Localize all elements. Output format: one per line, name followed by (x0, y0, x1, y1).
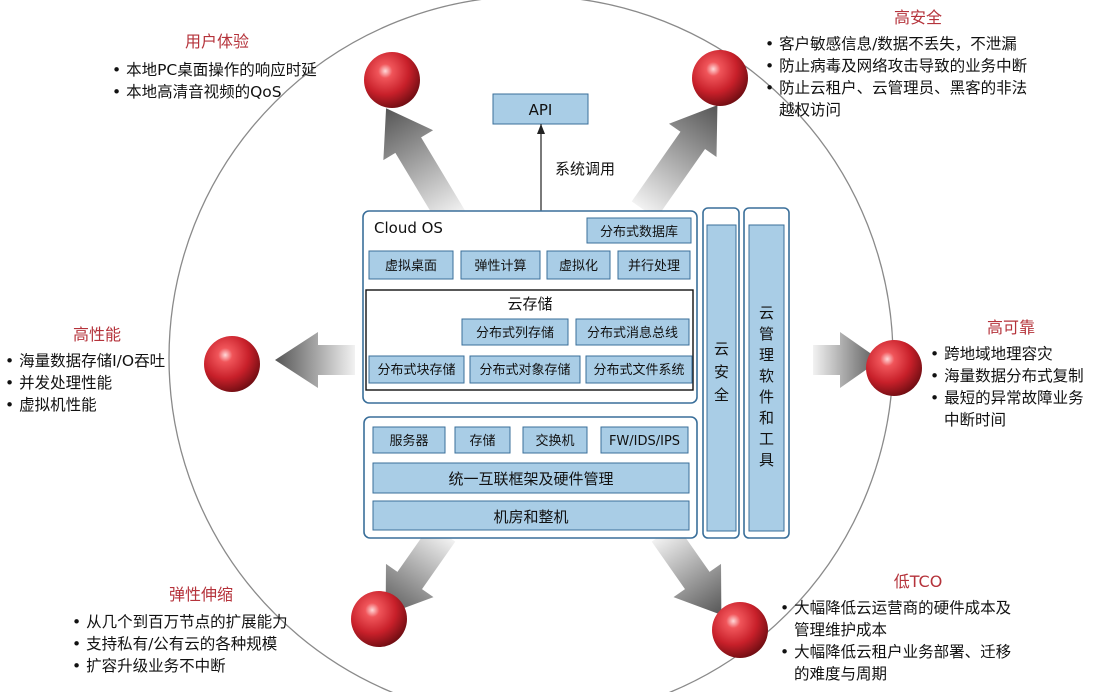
mgmt-tools-char-2: 管 (759, 325, 774, 343)
high-reliability-item-3: • 最短的异常故障业务 (930, 389, 1084, 407)
message-bus-box (575, 318, 690, 346)
column-storage-box (461, 318, 569, 346)
sphere-elastic-scaling (351, 591, 407, 647)
high-security-item-3: • 防止云租户、云管理员、黑客的非法 (765, 79, 1027, 97)
api-label: API (529, 101, 553, 119)
cloud-storage-title: 云存储 (507, 295, 552, 313)
virtualization-box (546, 250, 611, 280)
file-system-box (585, 355, 693, 384)
sphere-low-tco (712, 602, 768, 658)
server-box (372, 426, 446, 454)
virtual-desktop-label: 虚拟桌面 (385, 259, 437, 274)
high-performance-item-1: • 海量数据存储I/O吞吐 (5, 352, 165, 370)
storage-box (454, 426, 511, 454)
interconnect-label: 统一互联框架及硬件管理 (448, 470, 613, 488)
distributed-db-label: 分布式数据库 (600, 224, 678, 240)
api-box (492, 93, 589, 125)
low-tco-title: 低TCO (894, 572, 943, 591)
high-security-title: 高安全 (894, 8, 942, 27)
elastic-scaling-item-3: • 扩容升级业务不中断 (72, 657, 226, 675)
object-storage-label: 分布式对象存储 (479, 363, 570, 378)
system-call-arrowhead (537, 124, 545, 134)
mgmt-tools-bar (748, 224, 785, 532)
high-reliability-item-1: • 跨地域地理容灾 (930, 345, 1053, 363)
high-reliability-title: 高可靠 (987, 318, 1035, 337)
system-call-label: 系统调用 (555, 160, 615, 178)
arrow-to-user-experience (383, 108, 465, 226)
mgmt-tools-char-6: 和 (759, 409, 774, 427)
user-experience-item-2: • 本地高清音视频的QoS (112, 83, 282, 101)
sphere-high-reliability (866, 340, 922, 396)
parallel-processing-box (617, 250, 691, 280)
cloud-security-char-2: 安 (714, 363, 729, 381)
distributed-db-box (586, 217, 692, 244)
block-storage-label: 分布式块存储 (377, 363, 455, 378)
high-security-item-1: • 客户敏感信息/数据不丢失，不泄漏 (765, 35, 1017, 53)
arrow-to-elastic-scaling (385, 524, 456, 615)
cloud-os-title: Cloud OS (374, 219, 443, 237)
user-experience-title: 用户体验 (185, 32, 249, 51)
sphere-high-performance (204, 336, 260, 392)
datacenter-label: 机房和整机 (493, 508, 568, 526)
arrow-to-high-security (631, 105, 718, 219)
mgmt-tools-char-8: 具 (759, 451, 774, 469)
storage-label: 存储 (469, 434, 495, 449)
cloud-security-char-1: 云 (714, 340, 729, 358)
virtualization-label: 虚拟化 (559, 259, 598, 274)
parallel-processing-label: 并行处理 (628, 259, 680, 274)
mgmt-tools-char-1: 云 (759, 304, 774, 322)
low-tco-item-1: • 大幅降低云运营商的硬件成本及 (780, 599, 1011, 617)
firewall-box (600, 426, 689, 454)
low-tco-item-2-cont: 的难度与周期 (794, 665, 887, 683)
low-tco-item-1-cont: 管理维护成本 (794, 621, 887, 639)
high-performance-title: 高性能 (73, 325, 121, 344)
elastic-scaling-item-2: • 支持私有/公有云的各种规模 (72, 635, 277, 653)
mgmt-tools-char-4: 软 (759, 367, 774, 385)
cloud-security-bar (706, 224, 737, 532)
file-system-label: 分布式文件系统 (593, 363, 684, 378)
message-bus-label: 分布式消息总线 (587, 325, 678, 341)
elastic-scaling-title: 弹性伸缩 (169, 585, 233, 604)
arrow-to-high-reliability (813, 332, 880, 388)
switch-label: 交换机 (535, 433, 574, 449)
mgmt-tools-char-7: 工 (759, 430, 774, 448)
sphere-high-security (692, 50, 748, 106)
elastic-scaling-item-1: • 从几个到百万节点的扩展能力 (72, 613, 288, 631)
interconnect-box (372, 462, 690, 494)
high-security-item-3-cont: 越权访问 (779, 101, 841, 119)
datacenter-box (372, 500, 690, 531)
user-experience-item-1: • 本地PC桌面操作的响应时延 (112, 60, 317, 79)
firewall-label: FW/IDS/IPS (609, 434, 680, 449)
high-performance-item-2: • 并发处理性能 (5, 374, 112, 392)
elastic-compute-box (460, 250, 541, 280)
mgmt-tools-char-3: 理 (759, 346, 774, 364)
low-tco-item-2: • 大幅降低云租户业务部署、迁移 (780, 643, 1011, 661)
virtual-desktop-box (368, 250, 454, 280)
mgmt-tools-char-5: 件 (759, 388, 774, 406)
column-storage-label: 分布式列存储 (476, 326, 554, 341)
high-performance-item-3: • 虚拟机性能 (5, 396, 97, 414)
high-security-item-2: • 防止病毒及网络攻击导致的业务中断 (765, 57, 1027, 75)
high-reliability-item-3-cont: 中断时间 (944, 411, 1006, 429)
block-storage-box (368, 355, 465, 384)
arrow-to-high-performance (275, 332, 355, 388)
switch-box (522, 426, 588, 454)
high-reliability-item-2: • 海量数据分布式复制 (930, 367, 1084, 385)
server-label: 服务器 (389, 433, 428, 449)
object-storage-box (469, 355, 581, 384)
elastic-compute-label: 弹性计算 (474, 259, 526, 274)
arrow-to-low-tco (651, 524, 722, 615)
sphere-user-experience (364, 52, 420, 108)
cloud-security-char-3: 全 (714, 386, 729, 404)
